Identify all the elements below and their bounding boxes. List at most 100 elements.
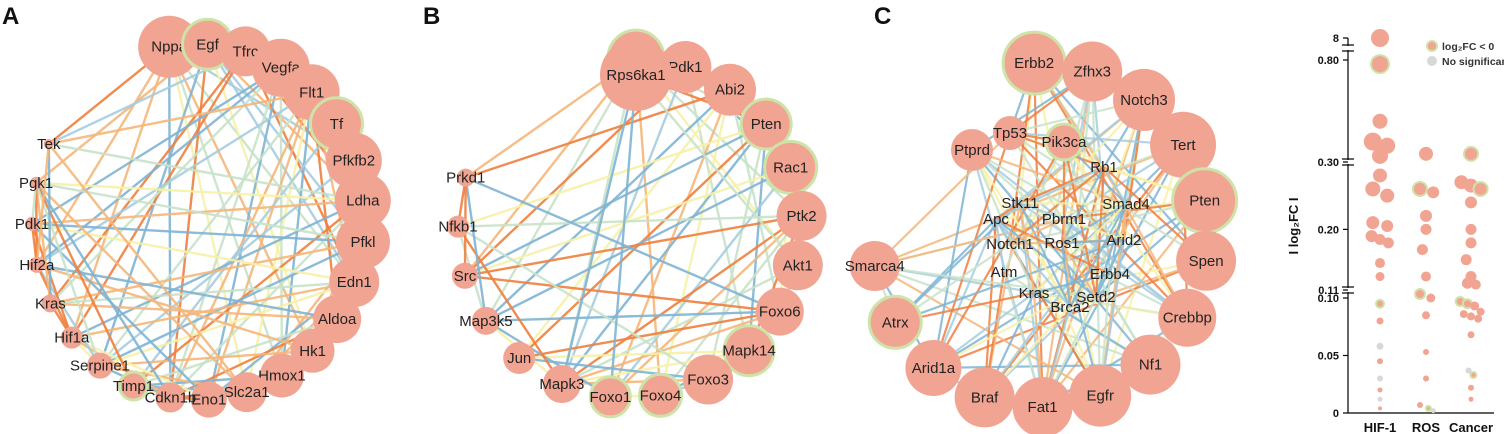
network-edge xyxy=(971,149,1071,308)
node-circle xyxy=(155,382,186,413)
network-edge xyxy=(1069,203,1127,308)
node-circle xyxy=(600,39,672,111)
chart-legend: log₂FC < 0 No significance xyxy=(1426,40,1504,68)
data-point-hif-1 xyxy=(1372,113,1388,129)
node-circle xyxy=(334,172,391,229)
data-point-hif-1 xyxy=(1377,387,1383,393)
data-point-cancer xyxy=(1469,371,1478,380)
y-axis-label: I log₂FC I xyxy=(1286,197,1301,254)
node-label: Prkd1 xyxy=(446,170,485,187)
node-arid1a: Arid1a xyxy=(905,339,962,396)
node-label: Map3k5 xyxy=(459,313,512,330)
node-foxo3: Foxo3 xyxy=(683,354,734,405)
node-label: Smarca4 xyxy=(845,258,905,275)
node-label: Nf1 xyxy=(1139,357,1162,374)
network-edge xyxy=(1019,201,1127,206)
data-point-ros xyxy=(1422,311,1430,320)
network-edge xyxy=(169,44,209,398)
node-circle xyxy=(1158,288,1217,347)
network-edge xyxy=(1041,144,1185,408)
data-point-ros xyxy=(1416,244,1428,256)
node-label: Hk1 xyxy=(299,343,326,360)
node-prkd1: Prkd1 xyxy=(446,168,485,187)
node-jun: Jun xyxy=(503,342,536,375)
network-edge xyxy=(485,319,611,398)
network-edge xyxy=(279,67,284,376)
data-point-cancer xyxy=(1465,223,1477,235)
data-point-ros xyxy=(1412,180,1428,197)
network-edge xyxy=(36,263,338,321)
node-circle xyxy=(471,306,500,335)
node-label: Zfhx3 xyxy=(1074,64,1112,81)
node-label: Slc2a1 xyxy=(224,384,270,401)
network-edge xyxy=(50,302,338,321)
node-circle xyxy=(60,326,83,349)
data-point-cancer xyxy=(1459,310,1468,319)
node-circle xyxy=(503,342,536,375)
node-label: Nfkb1 xyxy=(438,219,477,236)
node-circle xyxy=(290,328,335,373)
network-edge xyxy=(1009,218,1065,245)
node-circle xyxy=(313,295,362,344)
inner-node-apc: Apc xyxy=(983,211,1009,228)
node-circle xyxy=(447,215,470,238)
data-point-hif-1 xyxy=(1365,181,1381,197)
node-hif1a: Hif1a xyxy=(54,326,90,349)
network-edge xyxy=(1019,202,1071,308)
node-hk1: Hk1 xyxy=(290,328,335,373)
node-circle xyxy=(776,190,827,241)
node-ptk2: Ptk2 xyxy=(776,190,827,241)
network-edge xyxy=(971,149,1152,366)
node-hif2a: Hif2a xyxy=(19,256,55,274)
inner-node-notch1: Notch1 xyxy=(986,236,1034,253)
network-edge xyxy=(1103,166,1127,205)
network-edge xyxy=(168,45,356,283)
data-point-hif-1 xyxy=(1375,258,1385,269)
node-label: Foxo3 xyxy=(687,371,729,388)
y-tick-label: 0 xyxy=(1333,408,1339,420)
network-edge xyxy=(1009,99,1145,245)
data-point-ros xyxy=(1414,288,1426,300)
node-circle xyxy=(993,116,1027,150)
network-edge xyxy=(983,203,1127,399)
node-rps6ka1: Rps6ka1 xyxy=(600,39,672,111)
x-category-cancer: Cancer xyxy=(1449,420,1493,434)
node-nfkb1: Nfkb1 xyxy=(438,215,478,238)
y-tick-label: 8 xyxy=(1333,33,1339,45)
node-circle xyxy=(867,294,923,350)
node-label: Tfrc xyxy=(233,43,259,60)
network-edge xyxy=(280,92,313,376)
network-edge xyxy=(34,182,135,387)
legend-label: log₂FC < 0 xyxy=(1442,41,1494,53)
inner-node-rb1: Rb1 xyxy=(1090,159,1118,176)
inner-node-stk11: Stk11 xyxy=(1001,195,1038,212)
node-circle xyxy=(28,256,45,273)
network-edge xyxy=(245,92,313,393)
panel-label-b: B xyxy=(423,3,440,30)
data-point-cancer xyxy=(1465,237,1477,249)
data-point-hif-1 xyxy=(1366,216,1380,230)
data-point-ros xyxy=(1419,146,1433,161)
node-label: Hif1a xyxy=(54,330,90,347)
data-point-ros xyxy=(1427,186,1440,199)
network-edge xyxy=(1094,203,1128,298)
inner-node-brca2: Brca2 xyxy=(1050,299,1089,316)
network-edge xyxy=(1018,202,1036,294)
node-pten: Pten xyxy=(739,97,793,151)
data-point-cancer xyxy=(1461,277,1473,289)
network-edge xyxy=(874,265,1101,397)
network-edge xyxy=(48,91,312,146)
node-braf: Braf xyxy=(954,367,1015,428)
network-edge xyxy=(465,88,731,179)
node-mapk3: Mapk3 xyxy=(539,365,584,404)
legend-label: No significance xyxy=(1442,56,1504,68)
node-pfkl: Pfkl xyxy=(335,214,390,269)
node-circle xyxy=(25,216,40,231)
node-crebbp: Crebbp xyxy=(1158,288,1217,347)
node-nf1: Nf1 xyxy=(1120,334,1181,395)
network-edge xyxy=(684,66,751,352)
node-pdk1: Pdk1 xyxy=(15,216,49,233)
network-edge xyxy=(561,310,781,386)
